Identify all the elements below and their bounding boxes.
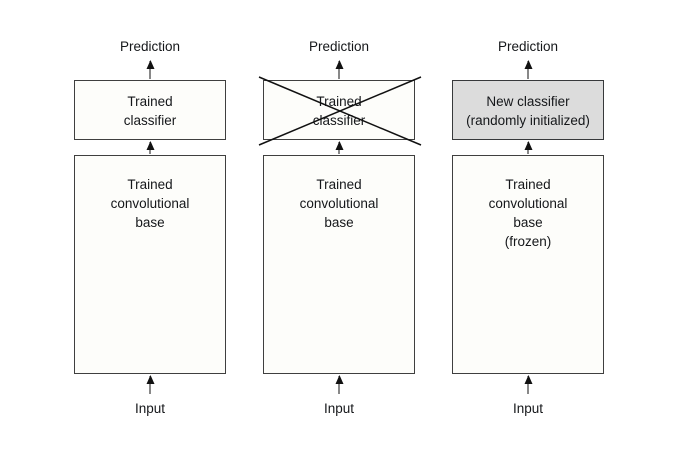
arrow-classifier-to-prediction: [335, 60, 344, 79]
frozen-convolutional-base-box: Trained convolutional base (frozen): [452, 155, 604, 374]
classifier-line-2: classifier: [123, 113, 177, 128]
base-line-1: Trained: [127, 177, 173, 192]
arrow-base-to-classifier: [335, 141, 344, 154]
arrow-classifier-to-prediction: [524, 60, 533, 79]
arrow-base-to-classifier: [524, 141, 533, 154]
prediction-label: Prediction: [119, 39, 181, 54]
arrow-classifier-to-prediction: [146, 60, 155, 79]
base-line-2: convolutional: [299, 196, 379, 211]
arrow-input-to-base: [146, 375, 155, 394]
prediction-label: Prediction: [497, 39, 559, 54]
base-line-3: base: [324, 215, 354, 230]
trained-convolutional-base-box: Trained convolutional base: [263, 155, 415, 374]
input-label: Input: [512, 401, 544, 416]
base-line-2: convolutional: [110, 196, 190, 211]
classifier-line-1: New classifier: [486, 94, 570, 109]
trained-convolutional-base-box: Trained convolutional base: [74, 155, 226, 374]
classifier-line-2: (randomly initialized): [466, 113, 590, 128]
base-line-1: Trained: [316, 177, 362, 192]
base-line-3: base: [135, 215, 165, 230]
trained-classifier-box: Trained classifier: [74, 80, 226, 140]
base-line-1: Trained: [505, 177, 551, 192]
new-classifier-box: New classifier (randomly initialized): [452, 80, 604, 140]
base-line-2: convolutional: [488, 196, 568, 211]
arrow-base-to-classifier: [146, 141, 155, 154]
classifier-line-1: Trained: [127, 94, 173, 109]
prediction-label: Prediction: [308, 39, 370, 54]
base-line-4: (frozen): [504, 234, 552, 249]
input-label: Input: [134, 401, 166, 416]
base-line-3: base: [513, 215, 543, 230]
arrow-input-to-base: [335, 375, 344, 394]
arrow-input-to-base: [524, 375, 533, 394]
input-label: Input: [323, 401, 355, 416]
